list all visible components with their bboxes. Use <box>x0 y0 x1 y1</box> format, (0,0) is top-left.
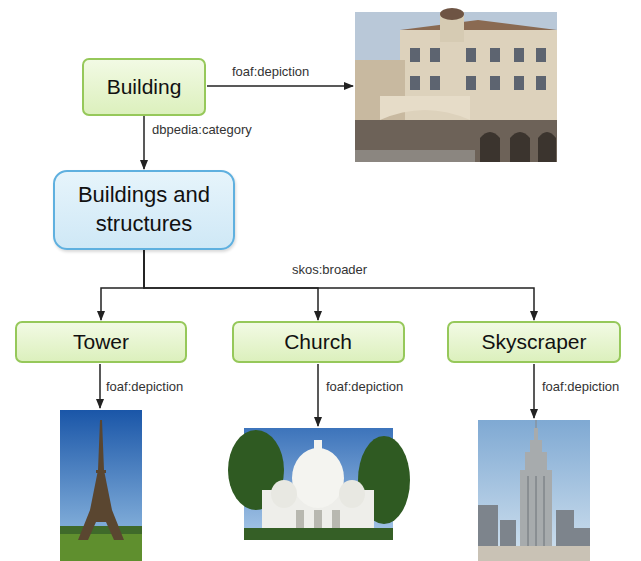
edge-label: skos:broader <box>290 262 369 277</box>
concept-box: Skyscraper <box>447 321 621 363</box>
category-box: Buildings and structures <box>53 170 235 250</box>
connector <box>144 250 534 320</box>
node-text: Tower <box>73 330 129 354</box>
property-label: foaf:depiction <box>104 379 185 394</box>
node-text: Skyscraper <box>481 330 586 354</box>
connector <box>144 250 318 320</box>
depiction-arrows <box>100 86 534 426</box>
connector <box>143 116 145 169</box>
concept-box: Church <box>232 321 405 363</box>
node-text: Buildings and structures <box>65 181 223 238</box>
concept-box: Building <box>82 58 206 116</box>
property-label: foaf:depiction <box>230 64 311 79</box>
skyscraper-photo <box>478 420 590 561</box>
node-text: Building <box>107 75 182 99</box>
edge-label: dbpedia:category <box>150 122 254 137</box>
connector <box>101 250 144 320</box>
property-label: foaf:depiction <box>324 379 405 394</box>
tower-photo <box>60 410 142 561</box>
property-label: foaf:depiction <box>540 379 621 394</box>
church-photo <box>228 428 410 540</box>
node-text: Church <box>284 330 352 354</box>
concept-box: Tower <box>15 321 187 363</box>
building-photo <box>355 8 557 162</box>
